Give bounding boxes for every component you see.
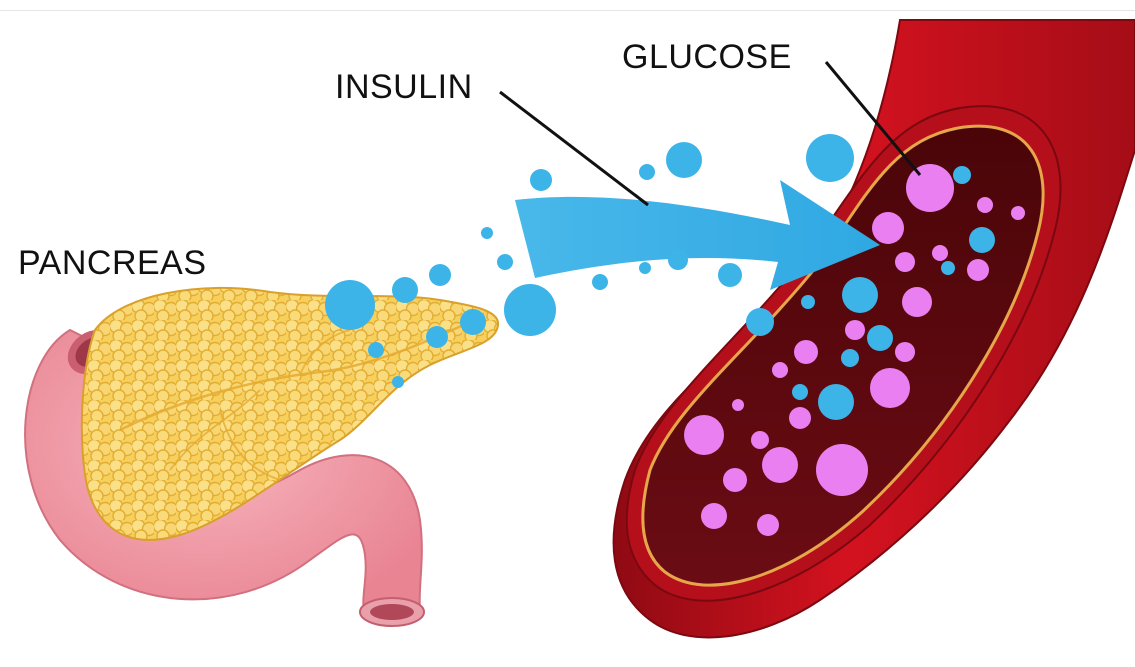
insulin-label: INSULIN [335,70,473,104]
insulin-molecule [801,295,815,309]
insulin-molecule [841,349,859,367]
insulin-molecule [867,325,893,351]
insulin-molecule [530,169,552,191]
insulin-molecule [806,134,854,182]
insulin-molecule [969,227,995,253]
glucose-molecule [789,407,811,429]
glucose-molecule [732,399,744,411]
insulin-molecule [368,342,384,358]
insulin-leader-line [500,92,648,205]
glucose-molecule [895,252,915,272]
pancreas-label: PANCREAS [18,246,207,280]
insulin-molecule [392,277,418,303]
insulin-molecule [497,254,513,270]
insulin-molecule [941,261,955,275]
glucose-molecule [1011,206,1025,220]
insulin-molecule [429,264,451,286]
glucose-molecule [906,164,954,212]
glucose-molecule [977,197,993,213]
insulin-molecule [718,263,742,287]
insulin-molecule [842,277,878,313]
glucose-molecule [751,431,769,449]
insulin-molecule [792,384,808,400]
insulin-molecule [481,227,493,239]
glucose-molecule [872,212,904,244]
insulin-molecule [325,280,375,330]
insulin-molecule [639,164,655,180]
insulin-molecule [460,309,486,335]
glucose-molecule [772,362,788,378]
glucose-molecule [870,368,910,408]
glucose-molecule [723,468,747,492]
glucose-molecule [967,259,989,281]
glucose-molecule [816,444,868,496]
insulin-molecule [592,274,608,290]
glucose-molecule [845,320,865,340]
insulin-molecule [953,166,971,184]
insulin-molecule [666,142,702,178]
insulin-molecule [818,384,854,420]
glucose-label: GLUCOSE [622,40,792,74]
glucose-molecule [932,245,948,261]
insulin-molecule [639,262,651,274]
glucose-molecule [684,415,724,455]
insulin-molecule [426,326,448,348]
glucose-molecule [701,503,727,529]
glucose-molecule [757,514,779,536]
insulin-molecule [746,308,774,336]
insulin-molecule [504,284,556,336]
glucose-molecule [762,447,798,483]
glucose-molecule [895,342,915,362]
insulin-molecule [392,376,404,388]
glucose-molecule [794,340,818,364]
insulin-molecule [668,250,688,270]
glucose-molecule [902,287,932,317]
